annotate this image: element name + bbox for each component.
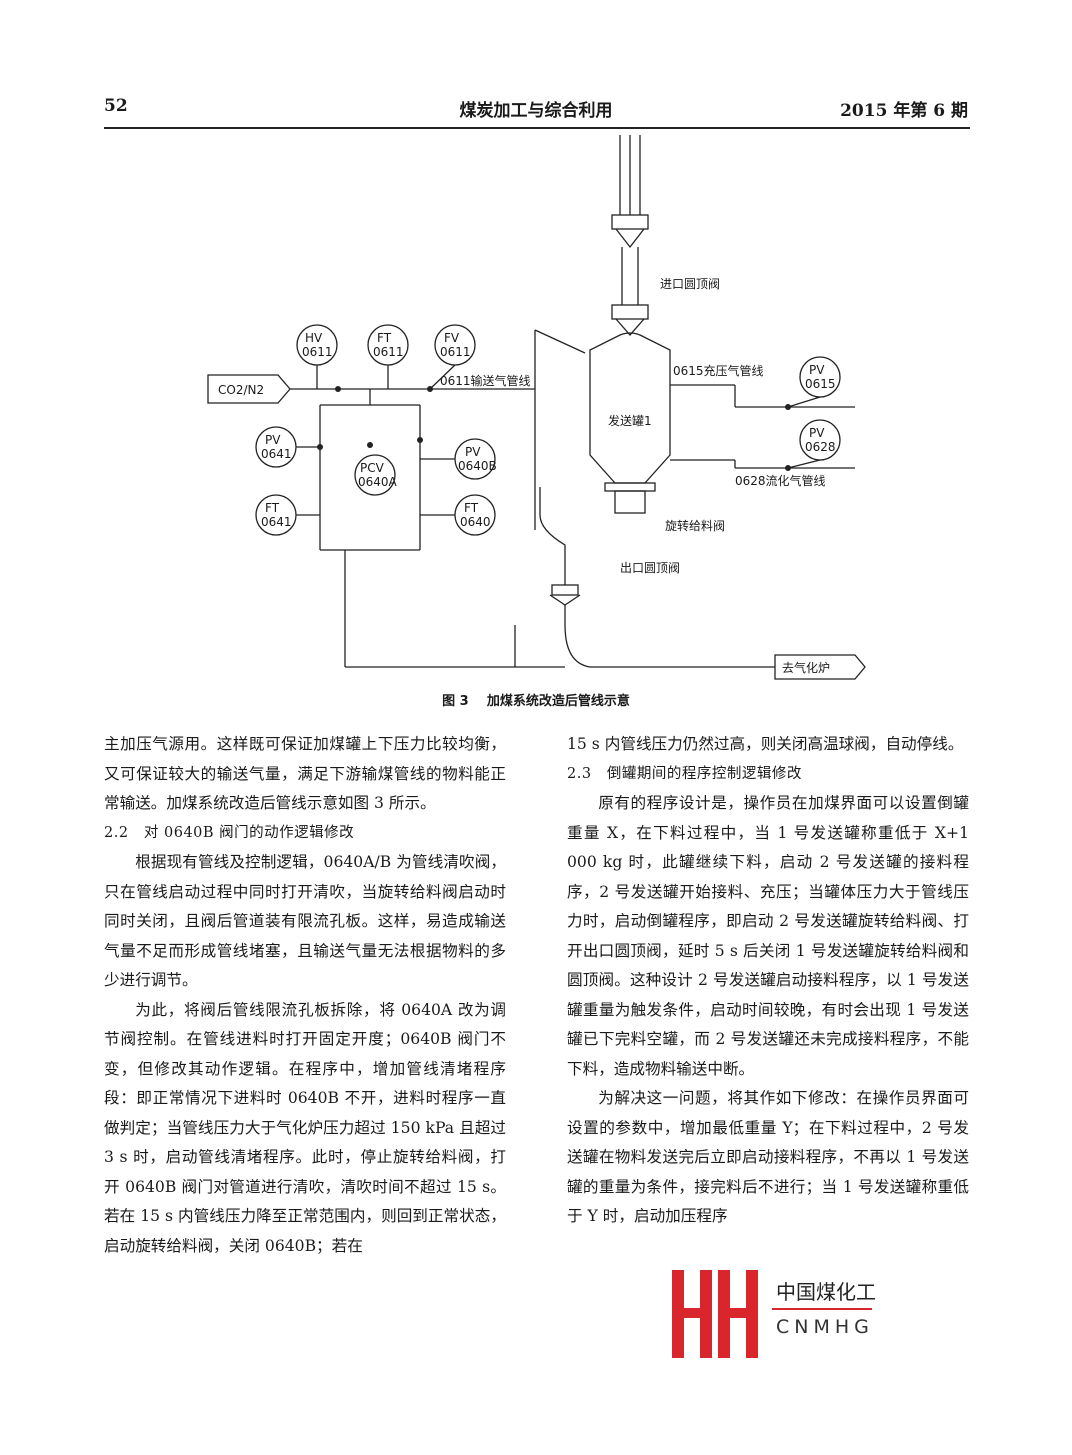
left-column: 主加压气源用。这样既可保证加煤罐上下压力比较均衡，又可保证较大的输送气量，满足下…	[104, 730, 506, 1261]
journal-title: 煤炭加工与综合利用	[459, 101, 613, 121]
watermark-divider	[772, 1308, 872, 1310]
issue-label: 2015 年第 6 期	[840, 101, 968, 121]
pv0615-num: 0615	[805, 377, 836, 391]
pv0615-tag: PV	[809, 363, 825, 377]
figure-caption: 图 3 加煤系统改造后管线示意	[0, 690, 1072, 709]
inlet-valve-label: 进口圆顶阀	[660, 277, 720, 291]
ft0611-num: 0611	[373, 345, 404, 359]
pv0640b-tag: PV	[465, 445, 481, 459]
section-2-3-title: 倒罐期间的程序控制逻辑修改	[606, 765, 802, 782]
pv0628-tag: PV	[809, 426, 825, 440]
pv0641-tag: PV	[265, 433, 281, 447]
hv0611-tag: HV	[305, 331, 323, 345]
left-paragraph-1: 主加压气源用。这样既可保证加煤罐上下压力比较均衡，又可保证较大的输送气量，满足下…	[104, 735, 506, 812]
ft0641-num: 0641	[261, 515, 292, 529]
tank-label: 发送罐1	[608, 413, 652, 428]
caption-text: 加煤系统改造后管线示意	[486, 694, 630, 709]
pv0641-num: 0641	[261, 447, 292, 461]
outlet-valve-label: 出口圆顶阀	[620, 561, 680, 575]
section-2-2-heading: 2.2 对 0640B 阀门的动作逻辑修改	[104, 819, 506, 849]
watermark-logo: 中国煤化工 CNMHG	[672, 1264, 882, 1360]
left-paragraph-3: 为此，将阀后管线限流孔板拆除，将 0640A 改为调节阀控制。在管线进料时打开固…	[104, 1000, 506, 1255]
right-column: 15 s 内管线压力仍然过高，则关闭高温球阀，自动停线。 2.3 倒罐期间的程序…	[567, 730, 969, 1232]
fv0611-num: 0611	[440, 345, 471, 359]
section-2-3-heading: 2.3 倒罐期间的程序控制逻辑修改	[567, 760, 969, 790]
ft0640-tag: FT	[464, 501, 479, 515]
page-number: 52	[104, 96, 128, 116]
pv0628-num: 0628	[805, 440, 836, 454]
pcv0640a-num: 0640A	[358, 475, 398, 489]
ft0641-tag: FT	[265, 501, 280, 515]
watermark-cn: 中国煤化工	[772, 1276, 880, 1305]
ft0611-tag: FT	[377, 331, 392, 345]
caption-number: 图 3	[442, 694, 469, 709]
right-paragraph-3: 为解决这一问题，将其作如下修改：在操作员界面可设置的参数中，增加最低重量 Y；在…	[567, 1089, 969, 1225]
pressurize-line-label: 0615充压气管线	[673, 363, 764, 378]
convey-line-label: 0611输送气管线	[440, 373, 531, 388]
hv0611-num: 0611	[302, 345, 333, 359]
gas-source-label: CO2/N2	[218, 383, 264, 397]
fluidize-line-label: 0628流化气管线	[735, 473, 826, 488]
left-paragraph-2: 根据现有管线及控制逻辑，0640A/B 为管线清吹阀，只在管线启动过程中同时打开…	[104, 853, 506, 989]
right-paragraph-1: 15 s 内管线压力仍然过高，则关闭高温球阀，自动停线。	[567, 735, 964, 753]
rotary-valve-label: 旋转给料阀	[665, 518, 725, 533]
header-rule	[104, 127, 970, 129]
fv0611-tag: FV	[444, 331, 460, 345]
section-2-2-title: 对 0640B 阀门的动作逻辑修改	[143, 824, 355, 841]
ft0640-num: 0640	[460, 515, 491, 529]
yh-logo-icon	[672, 1270, 758, 1358]
watermark-en: CNMHG	[772, 1316, 878, 1338]
right-paragraph-2: 原有的程序设计是，操作员在加煤界面可以设置倒罐重量 X，在下料过程中，当 1 号…	[567, 794, 969, 1078]
to-gasifier-label: 去气化炉	[782, 660, 830, 675]
pv0640b-num: 0640B	[458, 459, 497, 473]
pcv0640a-tag: PCV	[360, 461, 385, 475]
section-2-3-number: 2.3	[567, 765, 592, 782]
section-2-2-number: 2.2	[104, 824, 129, 841]
pipeline-diagram: CO2/N2 HV 0611 FT 0611 FV 0611 0611输送气管线…	[207, 135, 866, 680]
